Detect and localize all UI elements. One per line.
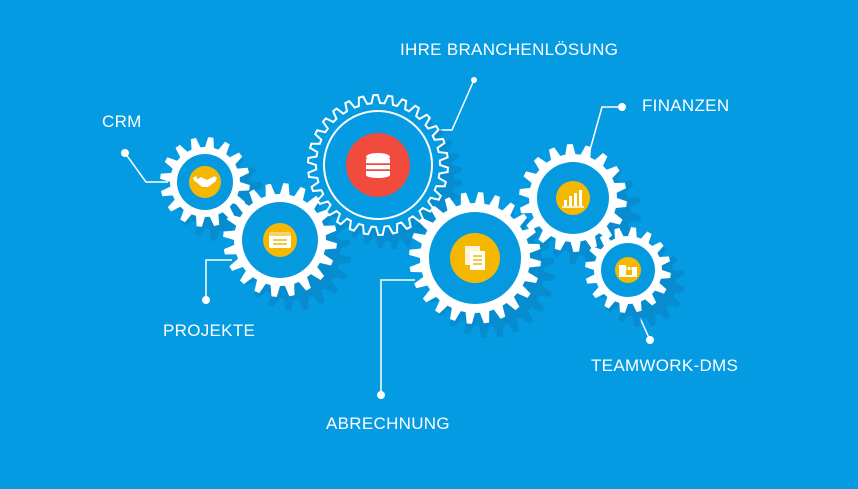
gear-abrechnung bbox=[409, 192, 555, 338]
label-abrechnung: ABRECHNUNG bbox=[326, 414, 450, 433]
connector-branche bbox=[440, 79, 475, 131]
handshake-icon bbox=[193, 176, 217, 187]
connector-dot-branche bbox=[471, 77, 477, 83]
connector-dot-crm bbox=[121, 149, 129, 157]
connector-dot-abrechnung bbox=[377, 391, 385, 399]
connector-teamwork bbox=[639, 317, 651, 341]
connector-dot-projekte bbox=[202, 296, 210, 304]
browser-window-icon bbox=[269, 232, 291, 248]
gear-branche-ring bbox=[323, 110, 433, 220]
folder-lock-icon bbox=[619, 265, 637, 277]
label-branchenloesung: IHRE BRANCHENLÖSUNG bbox=[400, 40, 619, 59]
connector-lines bbox=[124, 79, 651, 395]
documents-icon bbox=[465, 246, 485, 270]
connector-projekte bbox=[205, 259, 232, 300]
gear-finanzen-hub bbox=[556, 181, 590, 215]
bar-chart-icon bbox=[562, 190, 584, 208]
label-projekte: PROJEKTE bbox=[163, 321, 256, 340]
connector-dot-teamwork bbox=[646, 336, 654, 344]
gear-layer bbox=[160, 93, 685, 338]
database-icon bbox=[366, 153, 390, 178]
label-crm: CRM bbox=[102, 112, 142, 131]
label-teamwork-dms: TEAMWORK-DMS bbox=[591, 356, 739, 375]
connector-crm bbox=[124, 152, 168, 183]
connector-finanzen bbox=[589, 106, 622, 151]
gear-finanzen bbox=[519, 144, 641, 266]
label-finanzen: FINANZEN bbox=[642, 96, 730, 115]
connector-abrechnung bbox=[380, 279, 415, 395]
connector-dot-finanzen bbox=[618, 103, 626, 111]
connector-dots bbox=[121, 77, 654, 399]
